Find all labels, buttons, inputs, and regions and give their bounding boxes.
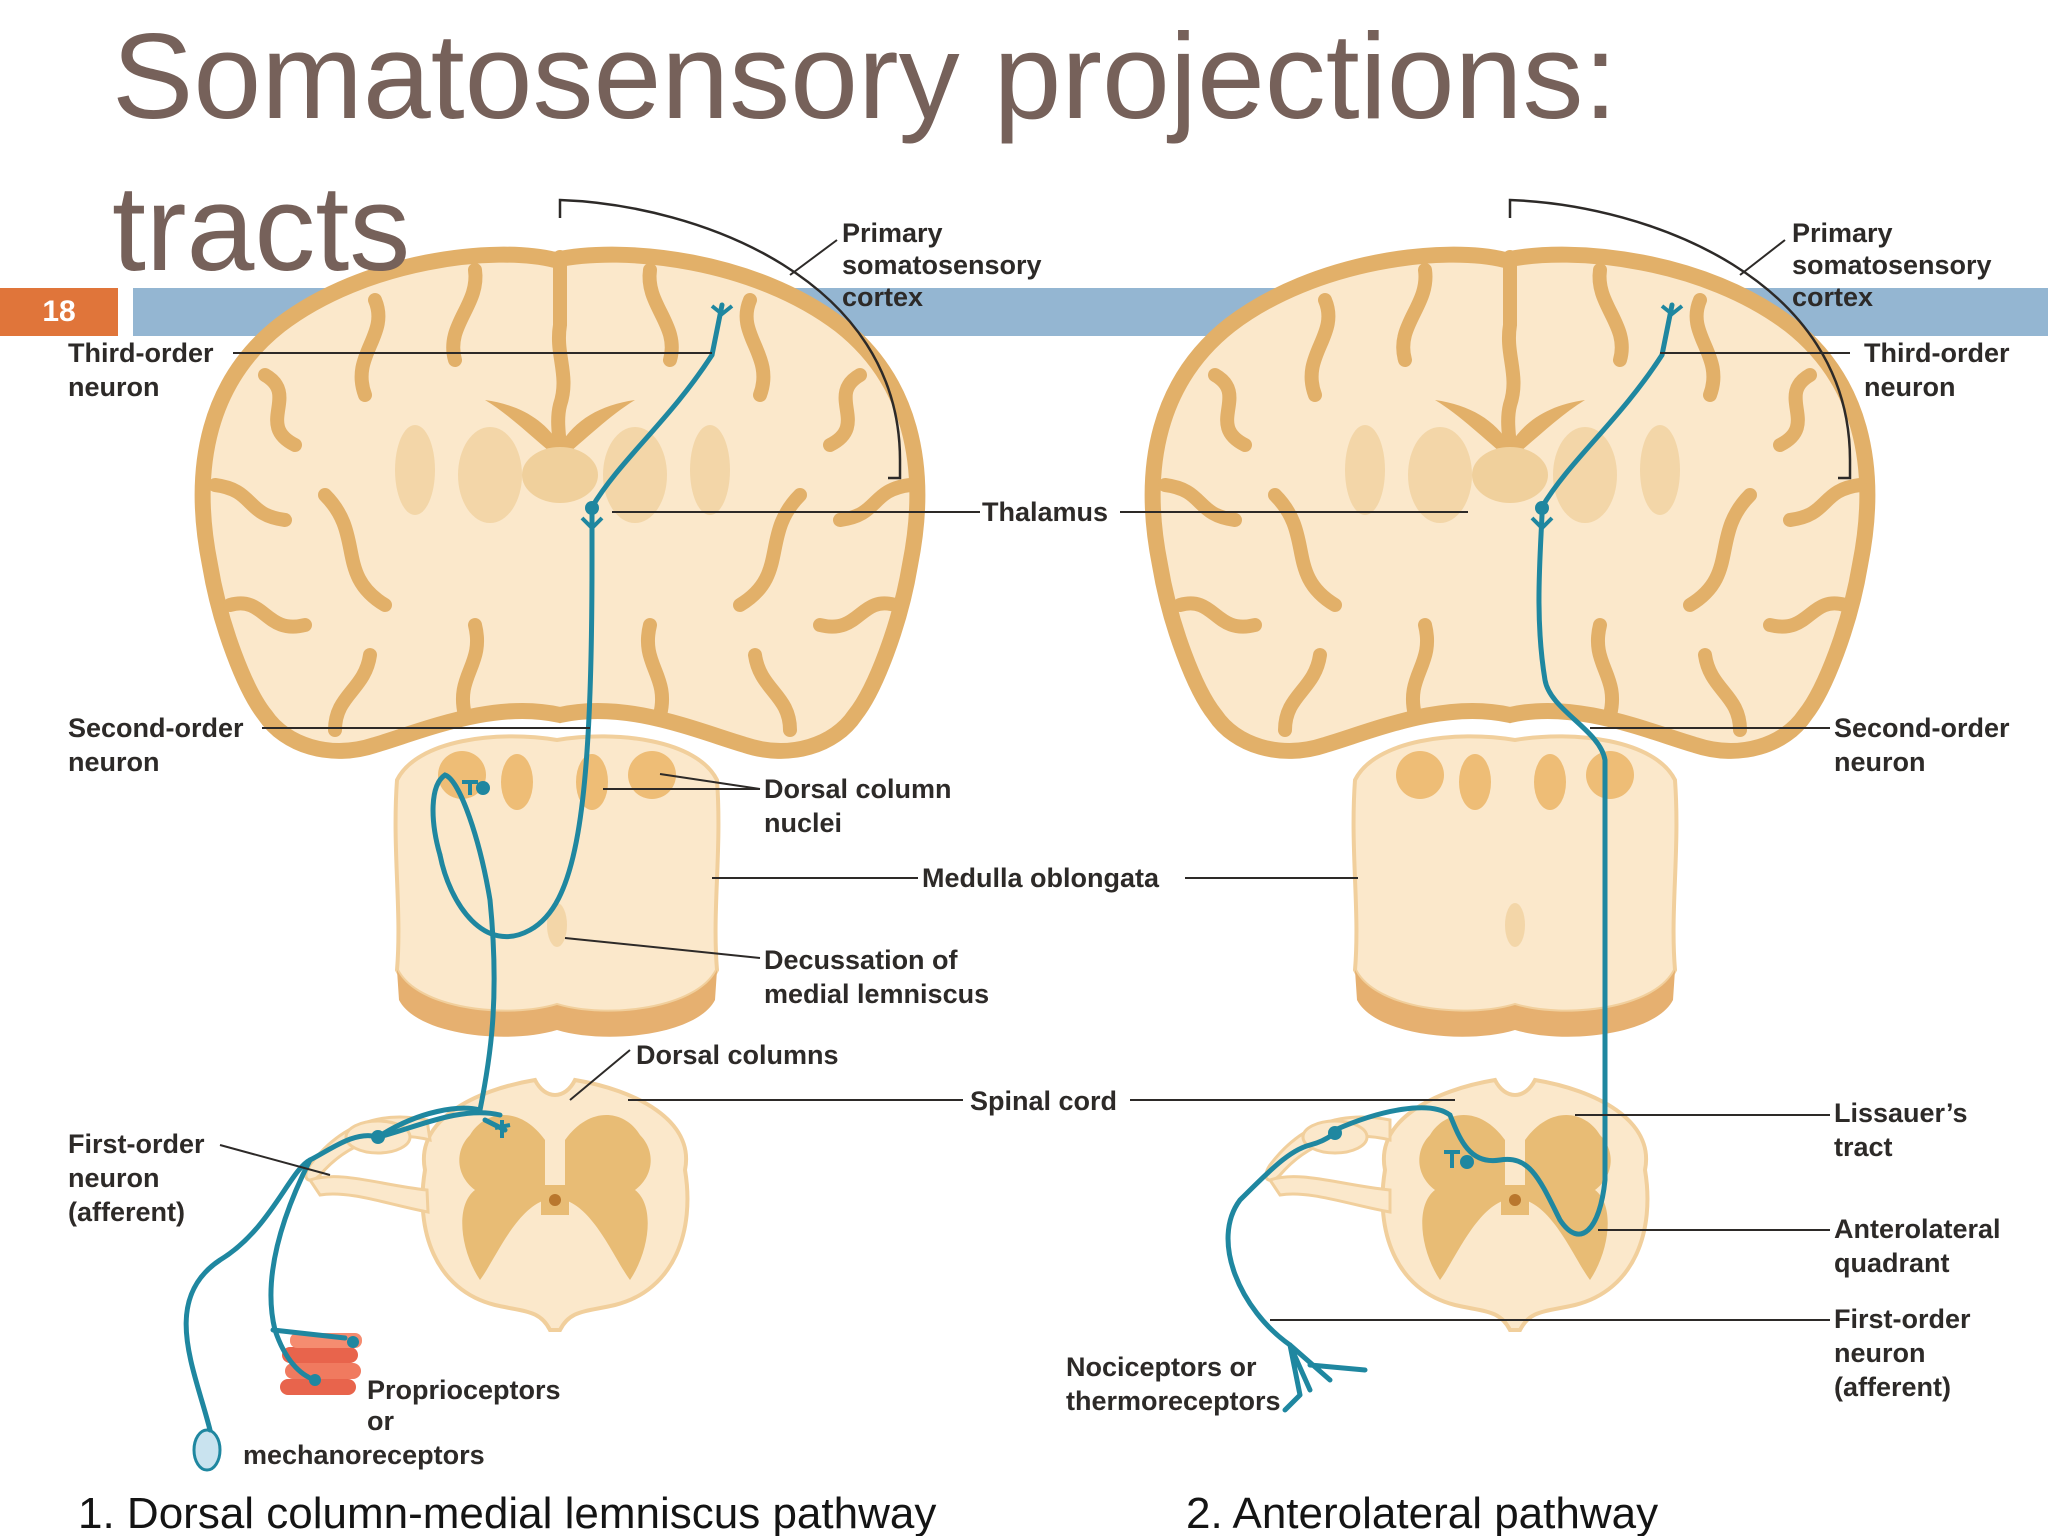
label-proprioceptors-3: mechanoreceptors bbox=[243, 1440, 485, 1470]
label-dorsal-column-nuclei-1: Dorsal column bbox=[764, 774, 952, 804]
right-medulla-section bbox=[1351, 734, 1679, 1039]
label-decussation-2: medial lemniscus bbox=[764, 979, 989, 1009]
label-dorsal-columns: Dorsal columns bbox=[636, 1040, 839, 1070]
label-anterolateral-2: quadrant bbox=[1834, 1248, 1950, 1278]
slide-title-line2: tracts bbox=[112, 160, 411, 296]
slide-number: 18 bbox=[0, 288, 118, 336]
slide-title-line1: Somatosensory projections: bbox=[112, 8, 1618, 144]
label-proprioceptors-1: Proprioceptors bbox=[367, 1375, 561, 1405]
label-first-order-1: First-order bbox=[68, 1129, 205, 1159]
label-nociceptors-1: Nociceptors or bbox=[1066, 1352, 1257, 1382]
label-first-order-3: (afferent) bbox=[68, 1197, 185, 1227]
label-primary-cortex-r2: somatosensory bbox=[1792, 250, 1992, 280]
label-spinal-cord: Spinal cord bbox=[970, 1086, 1117, 1116]
label-anterolateral-1: Anterolateral bbox=[1834, 1214, 2001, 1244]
left-spinal-cord-section bbox=[420, 1078, 690, 1332]
label-nociceptors-2: thermoreceptors bbox=[1066, 1386, 1281, 1416]
slide-title: Somatosensory projections: tracts bbox=[112, 0, 1617, 304]
mechanoreceptor-icon bbox=[192, 1428, 222, 1472]
right-neuron-path bbox=[1225, 302, 1675, 1413]
label-first-order-r2: neuron bbox=[1834, 1338, 1926, 1368]
caption-right: 2. Anterolateral pathway bbox=[1186, 1489, 1658, 1536]
label-third-order-r1: Third-order bbox=[1864, 338, 2010, 368]
left-pathway-illustration bbox=[183, 198, 980, 1472]
label-second-order-2: neuron bbox=[68, 747, 160, 777]
label-primary-cortex-r1: Primary bbox=[1792, 218, 1893, 248]
label-medulla: Medulla oblongata bbox=[922, 863, 1160, 893]
right-spinal-cord-section bbox=[1380, 1078, 1650, 1332]
left-medulla-section bbox=[393, 734, 721, 1039]
left-brain-section bbox=[203, 255, 918, 751]
label-first-order-r3: (afferent) bbox=[1834, 1372, 1951, 1402]
label-second-order-r2: neuron bbox=[1834, 747, 1926, 777]
label-third-order-2: neuron bbox=[68, 372, 160, 402]
label-dorsal-column-nuclei-2: nuclei bbox=[764, 808, 842, 838]
label-second-order-1: Second-order bbox=[68, 713, 244, 743]
label-second-order-r1: Second-order bbox=[1834, 713, 2010, 743]
label-lissauer-1: Lissauer’s bbox=[1834, 1098, 1968, 1128]
right-pathway-illustration bbox=[1120, 198, 1868, 1413]
label-lissauer-2: tract bbox=[1834, 1132, 1893, 1162]
label-primary-cortex-1: Primary bbox=[842, 218, 943, 248]
label-third-order-1: Third-order bbox=[68, 338, 214, 368]
right-brain-section bbox=[1153, 255, 1868, 751]
label-thalamus: Thalamus bbox=[982, 497, 1108, 527]
label-decussation-1: Decussation of bbox=[764, 945, 959, 975]
label-proprioceptors-2: or bbox=[367, 1406, 394, 1436]
caption-left: 1. Dorsal column-medial lemniscus pathwa… bbox=[78, 1489, 936, 1536]
diagram-labels: Primary somatosensory cortex Primary som… bbox=[68, 218, 2010, 1470]
label-primary-cortex-3: cortex bbox=[842, 282, 923, 312]
label-first-order-2: neuron bbox=[68, 1163, 160, 1193]
label-primary-cortex-2: somatosensory bbox=[842, 250, 1042, 280]
label-first-order-r1: First-order bbox=[1834, 1304, 1971, 1334]
label-third-order-r2: neuron bbox=[1864, 372, 1956, 402]
left-neuron-path bbox=[183, 302, 725, 1433]
label-primary-cortex-r3: cortex bbox=[1792, 282, 1873, 312]
